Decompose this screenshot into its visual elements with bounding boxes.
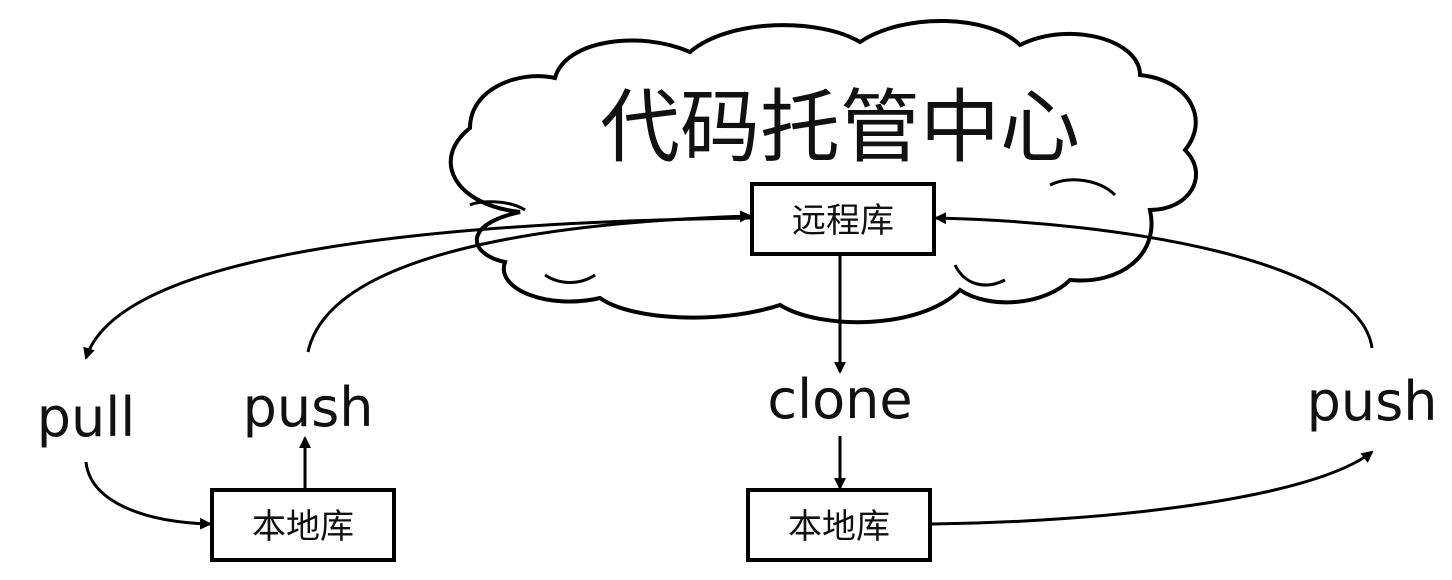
left-push-label: push [243,376,374,439]
left-local-repo-label: 本地库 [252,507,354,547]
pull-to-local-edge [84,461,212,530]
remote-repo-box: 远程库 [750,182,936,256]
cloud-title: 代码托管中心 [600,81,1080,174]
right-push-label: push [1307,370,1438,433]
left-push-to-remote-edge [306,210,752,353]
remote-repo-label: 远程库 [792,201,894,241]
remote-to-pull-edge [83,216,751,360]
left-local-repo-box: 本地库 [210,488,396,562]
right-local-repo-box: 本地库 [746,488,932,562]
right-push-to-remote-edge [934,212,1374,349]
code-hosting-cloud [448,19,1198,325]
clone-label: clone [767,368,912,431]
right-local-repo-label: 本地库 [788,507,890,547]
pull-label: pull [37,386,136,449]
right-local-to-push-edge [931,450,1374,526]
